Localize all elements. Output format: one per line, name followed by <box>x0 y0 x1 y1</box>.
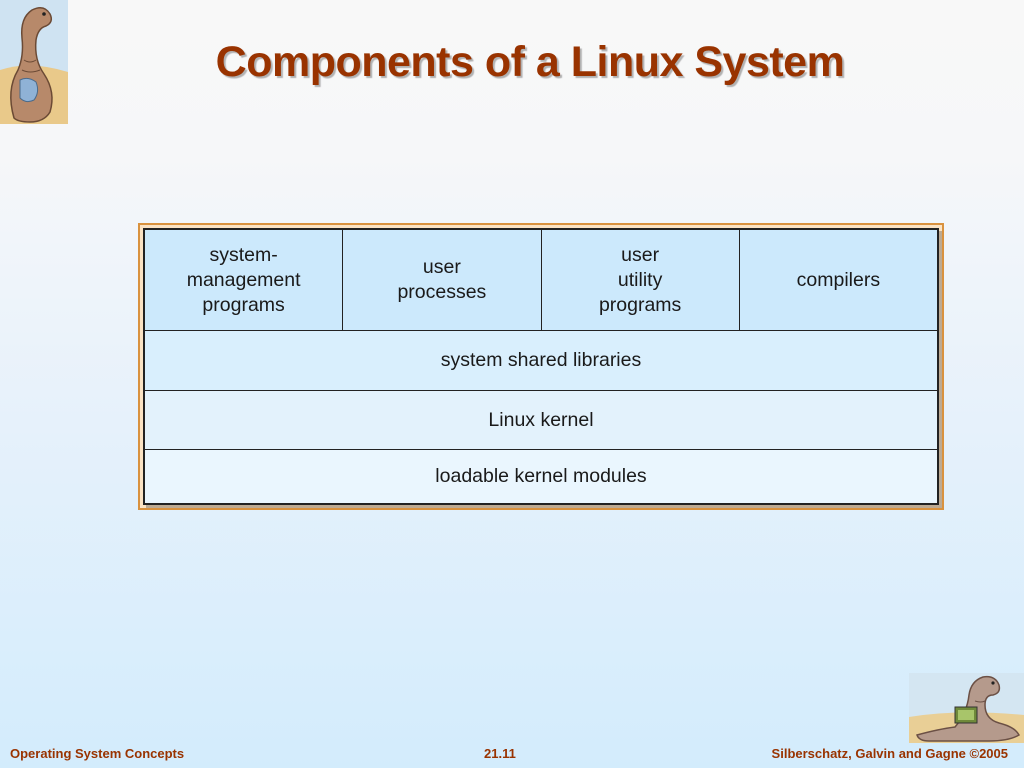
dinosaur-logo-top-icon <box>0 0 68 124</box>
cell-user-utility-programs: user utility programs <box>540 230 739 330</box>
cell-system-management-programs: system- management programs <box>186 243 301 316</box>
layer-label: Linux kernel <box>488 408 594 431</box>
footer-authors: Silberschatz, Galvin and Gagne ©2005 <box>771 746 1008 761</box>
cell-compilers: compilers <box>738 230 937 330</box>
layer-shared-libraries: system shared libraries <box>145 330 937 390</box>
layer-label: loadable kernel modules <box>435 465 647 487</box>
slide-title: Components of a Linux System <box>215 38 845 86</box>
layer-kernel-modules: loadable kernel modules <box>145 449 937 503</box>
user-programs-row: system- management programs user process… <box>145 230 937 330</box>
diagram-table: system- management programs user process… <box>143 228 939 505</box>
footer-book-title: Operating System Concepts <box>10 746 185 761</box>
layer-linux-kernel: Linux kernel <box>145 390 937 449</box>
cell-user-processes: user processes <box>342 230 540 330</box>
layer-label: system shared libraries <box>440 349 642 371</box>
footer-slide-number: 21.11 <box>484 746 516 761</box>
dinosaur-logo-bottom-icon <box>909 673 1024 743</box>
linux-components-diagram: system- management programs user process… <box>138 223 944 510</box>
